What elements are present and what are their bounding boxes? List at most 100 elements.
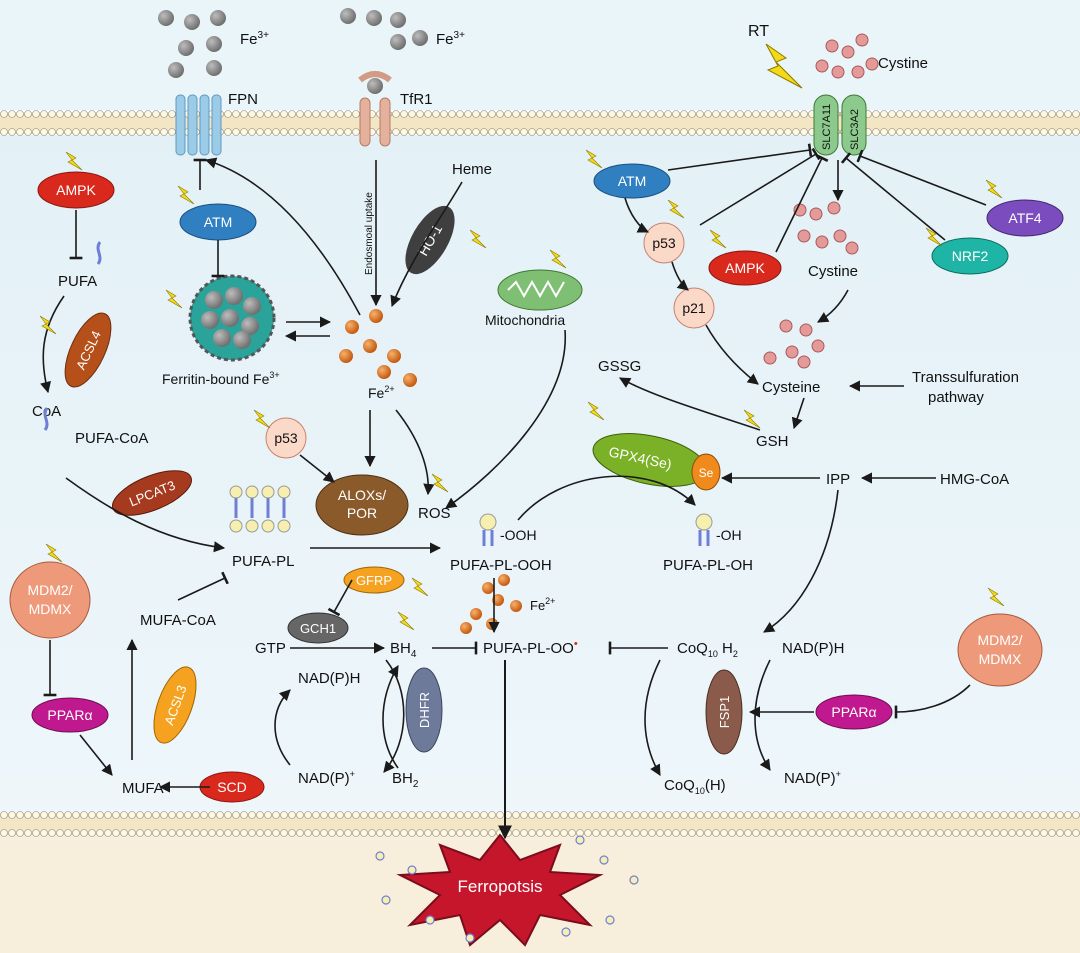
gpx4-enzyme: GPX4(Se) Se [592,433,721,491]
lipid-head [568,110,576,118]
lipid-head [160,829,168,837]
lipid-head [376,829,384,837]
lipid-head [752,110,760,118]
lipid-head [752,128,760,136]
lipid-head [440,110,448,118]
lipid-head [232,110,240,118]
lipid-head [736,829,744,837]
lipid-head [1064,128,1072,136]
lipid-head [176,829,184,837]
pufa-pl-oo-label: PUFA-PL-OO• [483,638,578,657]
lipid-head [856,829,864,837]
lipid-head [280,829,288,837]
gtp-label: GTP [255,640,286,657]
lipid-head [864,811,872,819]
lipid-head [952,811,960,819]
lipid-head [632,829,640,837]
lipid-head [304,128,312,136]
lipid-head [664,811,672,819]
lipid-head [1024,110,1032,118]
gch1-protein: GCH1 [287,612,349,644]
lipid-head [152,110,160,118]
lipid-head [112,110,120,118]
lipid-head [720,128,728,136]
lipid-head [1040,128,1048,136]
lipid-head [600,811,608,819]
mdm2-mdmx-left: MDM2/ MDMX [9,561,91,639]
lipid-head [872,829,880,837]
lipid-head [776,128,784,136]
lipid-head [936,811,944,819]
lipid-head [1000,829,1008,837]
lipid-head [624,128,632,136]
svg-text:MDMX: MDMX [29,601,72,617]
pufa-coa-label: PUFA-CoA [75,430,148,447]
lipid-head [312,829,320,837]
heme-label: Heme [452,161,492,178]
ferroptosis-burst: Ferropotsis [396,833,604,947]
lipid-head [664,110,672,118]
atm-left-enzyme: ATM [179,203,257,241]
mitochondria-label: Mitochondria [485,312,565,328]
lipid-head [552,811,560,819]
lipid-head [408,110,416,118]
hmgcoa-label: HMG-CoA [940,471,1009,488]
fe2-atoms [339,309,417,387]
lipid-head [816,829,824,837]
lipid-head [648,128,656,136]
lipid-head [176,811,184,819]
lipid-head [488,811,496,819]
lipid-head [944,811,952,819]
lipid-head [0,811,8,819]
lipid-head [232,128,240,136]
lipid-head [904,128,912,136]
lipid-head [264,829,272,837]
lipid-head [640,829,648,837]
lipid-head [552,829,560,837]
lipid-head [120,811,128,819]
gfrp-protein: GFRP [343,566,405,594]
lipid-head [144,110,152,118]
lipid-head [1016,829,1024,837]
lipid-head [304,110,312,118]
lipid-head [880,811,888,819]
lipid-head [960,128,968,136]
lipid-head [656,128,664,136]
lipid-head [208,829,216,837]
ros-label: ROS [418,505,451,522]
lipid-head [416,128,424,136]
lipid-head [352,110,360,118]
lipid-head [352,128,360,136]
coq-h-label: CoQ10(H) [664,777,726,796]
lipid-head [872,811,880,819]
lipid-head [736,110,744,118]
lipid-head [568,811,576,819]
lipid-head [424,110,432,118]
lipid-head [104,829,112,837]
lipid-head [952,128,960,136]
lipid-head [312,110,320,118]
lipid-head [16,128,24,136]
lipid-head [560,110,568,118]
lipid-head [968,811,976,819]
lipid-head [896,829,904,837]
lipid-head [912,829,920,837]
lipid-head [8,110,16,118]
lipid-head [272,829,280,837]
lipid-head [400,811,408,819]
fe3-left-label: Fe3+ [240,30,269,48]
lipid-head [400,829,408,837]
lipid-head [160,110,168,118]
lipid-head [456,128,464,136]
lipid-head [728,829,736,837]
lipid-head [680,829,688,837]
lipid-head [960,811,968,819]
lipid-head [480,829,488,837]
pufa-label: PUFA [58,273,97,290]
svg-text:NRF2: NRF2 [952,248,989,264]
lipid-head [1032,128,1040,136]
lipid-head [48,110,56,118]
lipid-head [544,811,552,819]
lipid-head [600,829,608,837]
lipid-head [168,128,176,136]
